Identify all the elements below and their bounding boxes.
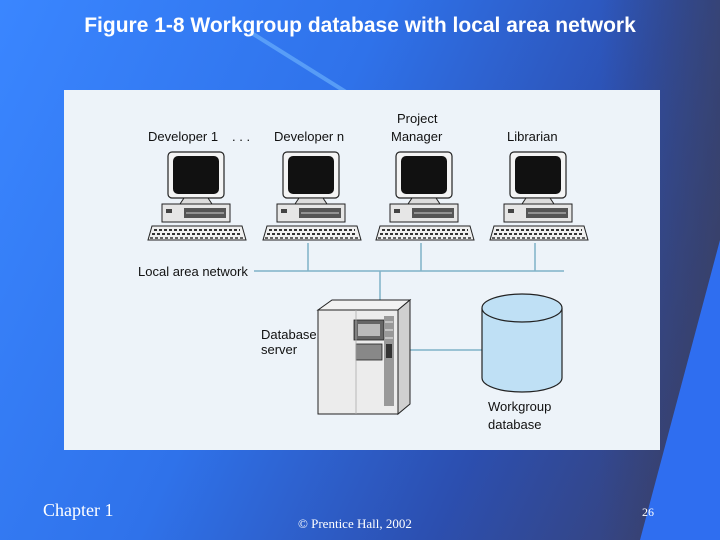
slide-page-number: 26 — [642, 505, 654, 519]
slide-title: Figure 1-8 Workgroup database with local… — [84, 14, 636, 37]
label-developer-n: Developer n — [274, 129, 344, 144]
label-manager: Manager — [391, 129, 443, 144]
workstation-developer-n — [262, 151, 362, 241]
label-developer-1: Developer 1 — [148, 129, 218, 144]
footer-copyright: © Prentice Hall, 2002 — [298, 516, 412, 531]
label-server: server — [261, 342, 298, 357]
label-workgroup: Workgroup — [488, 399, 551, 414]
database-server — [316, 298, 412, 416]
label-local-area-network: Local area network — [138, 264, 248, 279]
footer-chapter: Chapter 1 — [43, 500, 114, 520]
workstation-developer-1 — [147, 151, 247, 241]
workstation-librarian — [489, 151, 589, 241]
label-project: Project — [397, 111, 438, 126]
label-database: Database — [261, 327, 317, 342]
label-ellipsis: . . . — [232, 129, 250, 144]
label-database-store: database — [488, 417, 542, 432]
label-librarian: Librarian — [507, 129, 558, 144]
network-diagram: Developer 1 . . . Developer n Project Ma… — [138, 111, 589, 432]
workstation-project-manager — [375, 151, 475, 241]
local-area-network-line — [254, 243, 564, 351]
diagram-panel: Developer 1 . . . Developer n Project Ma… — [64, 90, 660, 450]
workgroup-database-cylinder — [481, 293, 563, 393]
